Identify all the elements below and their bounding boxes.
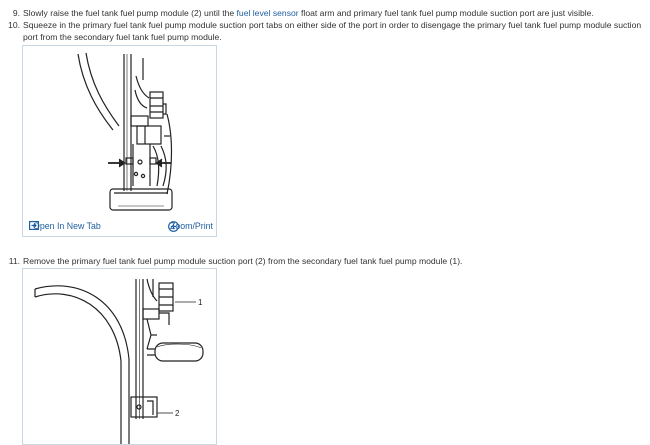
callout-1: 1	[198, 298, 203, 307]
fuel-pump-illustration-1	[77, 52, 173, 211]
step-text: Slowly raise the fuel tank fuel pump mod…	[23, 7, 644, 19]
figure-1-toolbar: Open In New Tab Zoom/Print	[23, 219, 216, 236]
step-text-before: Slowly raise the fuel tank fuel pump mod…	[23, 8, 237, 18]
step-text-after: float arm and primary fuel tank fuel pum…	[298, 8, 594, 18]
step-number: 10.	[8, 20, 20, 30]
step-text-line-2: port from the secondary fuel tank fuel p…	[23, 32, 222, 42]
fuel-pump-illustration-2: 1 2	[34, 278, 204, 444]
fuel-level-sensor-link[interactable]: fuel level sensor	[236, 8, 299, 18]
open-in-new-tab-label: Open In New Tab	[33, 221, 101, 231]
figure-1: Open In New Tab Zoom/Print	[22, 45, 217, 237]
figure-2: 1 2	[22, 268, 217, 445]
callout-2: 2	[175, 409, 180, 418]
step-number: 9.	[12, 8, 20, 18]
step-text: Remove the primary fuel tank fuel pump m…	[23, 256, 463, 266]
step-number: 11.	[8, 256, 20, 266]
open-in-new-tab-button[interactable]: Open In New Tab	[29, 221, 101, 231]
step-text-line-1: Squeeze in the primary fuel tank fuel pu…	[23, 20, 642, 30]
zoom-print-label: Zoom/Print	[169, 221, 213, 231]
zoom-print-button[interactable]: Zoom/Print	[168, 221, 213, 232]
step-text: Squeeze in the primary fuel tank fuel pu…	[23, 19, 644, 43]
